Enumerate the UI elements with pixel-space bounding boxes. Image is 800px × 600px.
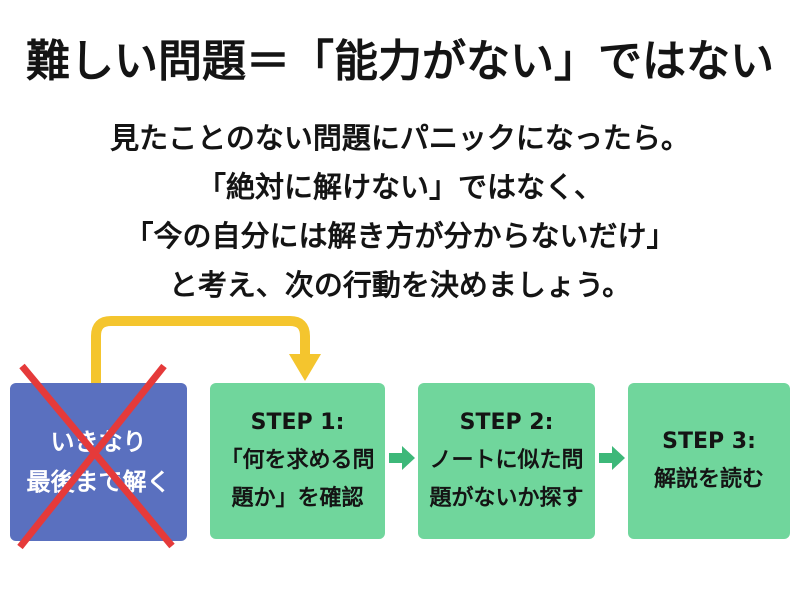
step-3-text-line: 解説を読む — [653, 467, 764, 492]
page-title: 難しい問題＝「能力がない」ではない — [26, 36, 774, 87]
message-line: と考え、次の行動を決めましょう。 — [168, 268, 632, 302]
skip-arrow-head — [289, 354, 321, 381]
step-2-label: STEP 2: — [459, 410, 554, 435]
message-line: 「絶対に解けない」ではなく、 — [196, 170, 603, 204]
rejected-approach-box: いきなり 最後まで解く — [10, 383, 187, 541]
step-1-label: STEP 1: — [250, 410, 345, 435]
step-1-text-line: 題か」を確認 — [231, 486, 364, 511]
step-2-text-line: 題がないか探す — [429, 486, 584, 511]
rejected-approach-line: 最後まで解く — [26, 468, 171, 496]
skip-arrow-line — [91, 316, 310, 383]
bent-arrow-icon — [91, 316, 321, 383]
rejected-approach-line: いきなり — [50, 428, 147, 456]
arrow-right-icon — [389, 446, 415, 470]
step-3-box: STEP 3: 解説を読む — [628, 383, 790, 539]
step-3-label: STEP 3: — [662, 429, 756, 454]
message-line: 「今の自分には解き方が分からないだけ」 — [124, 219, 676, 253]
message-line: 見たことのない問題にパニックになったら。 — [110, 121, 690, 155]
step-2-box: STEP 2: ノートに似た問 題がないか探す — [418, 383, 595, 539]
step-2-text-line: ノートに似た問 — [429, 448, 584, 473]
arrow-right-icon — [599, 446, 625, 470]
step-1-box: STEP 1: 「何を求める問 題か」を確認 — [210, 383, 385, 539]
step-1-text-line: 「何を求める問 — [220, 448, 375, 473]
advice-message: 見たことのない問題にパニックになったら。 「絶対に解けない」ではなく、 「今の自… — [0, 114, 800, 310]
